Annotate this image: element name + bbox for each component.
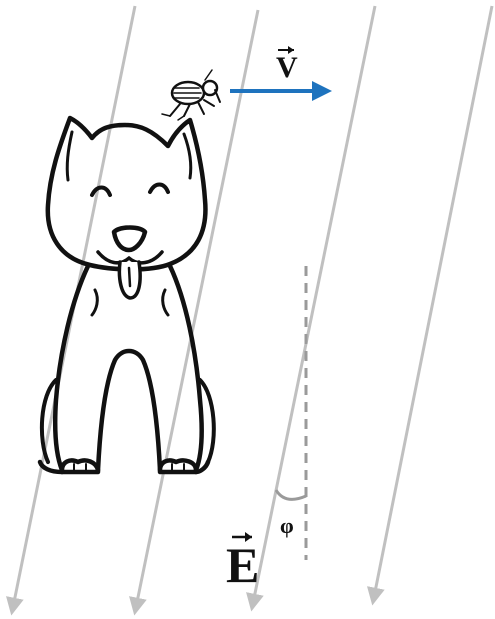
angle-arc [276, 490, 306, 499]
field-label: E [226, 537, 259, 593]
velocity-label: V [276, 51, 298, 84]
field-label-group: E [226, 532, 259, 593]
dog-illustration [40, 118, 214, 472]
field-line-3 [252, 6, 375, 608]
angle-label: φ [280, 513, 294, 538]
flea-icon [162, 70, 220, 120]
field-line-4 [373, 6, 492, 602]
electric-field-lines [12, 6, 492, 612]
velocity-label-group: V [276, 46, 298, 84]
